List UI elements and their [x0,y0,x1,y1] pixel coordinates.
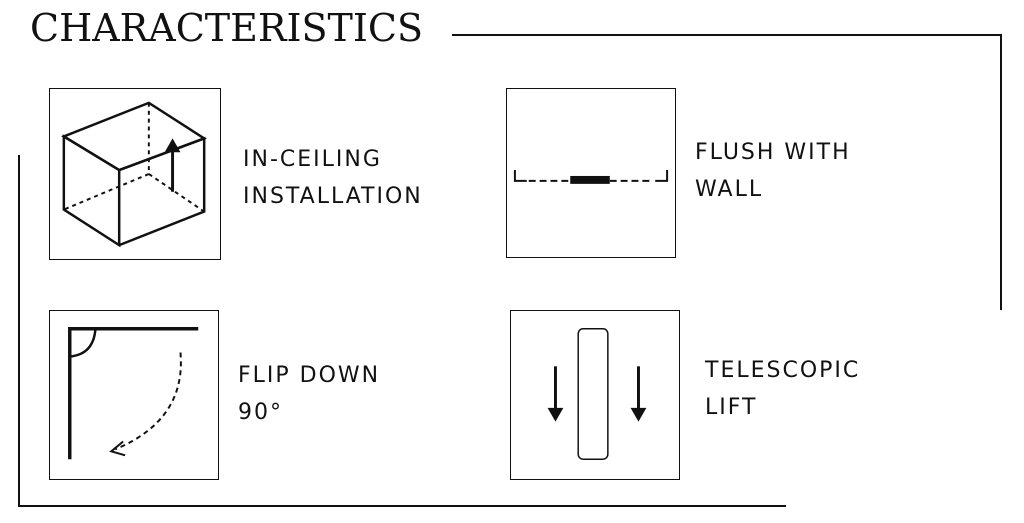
in-ceiling-box-icon [49,88,221,260]
feature-label-line1: IN-CEILING [243,147,382,172]
frame-line-right [1000,34,1002,310]
feature-label-line1: FLIP DOWN [238,363,381,388]
feature-label-flip-down: FLIP DOWN 90° [238,357,380,431]
frame-line-top [452,34,1002,36]
flush-with-wall-icon [506,88,676,258]
flip-down-icon [49,310,219,480]
feature-label-line2: LIFT [705,395,758,420]
feature-label-in-ceiling: IN-CEILING INSTALLATION [243,141,423,215]
feature-label-line2: INSTALLATION [243,184,423,209]
feature-label-line1: TELESCOPIC [705,358,861,383]
feature-label-line2: WALL [695,177,764,202]
feature-label-line2: 90° [238,400,283,425]
feature-label-flush-with-wall: FLUSH WITH WALL [695,134,851,208]
page-title: CHARACTERISTICS [30,6,423,50]
feature-label-telescopic-lift: TELESCOPIC LIFT [705,352,860,426]
frame-line-bottom [18,505,786,507]
feature-label-line1: FLUSH WITH [695,140,851,165]
telescopic-lift-icon [510,310,680,480]
frame-line-left [18,155,20,507]
